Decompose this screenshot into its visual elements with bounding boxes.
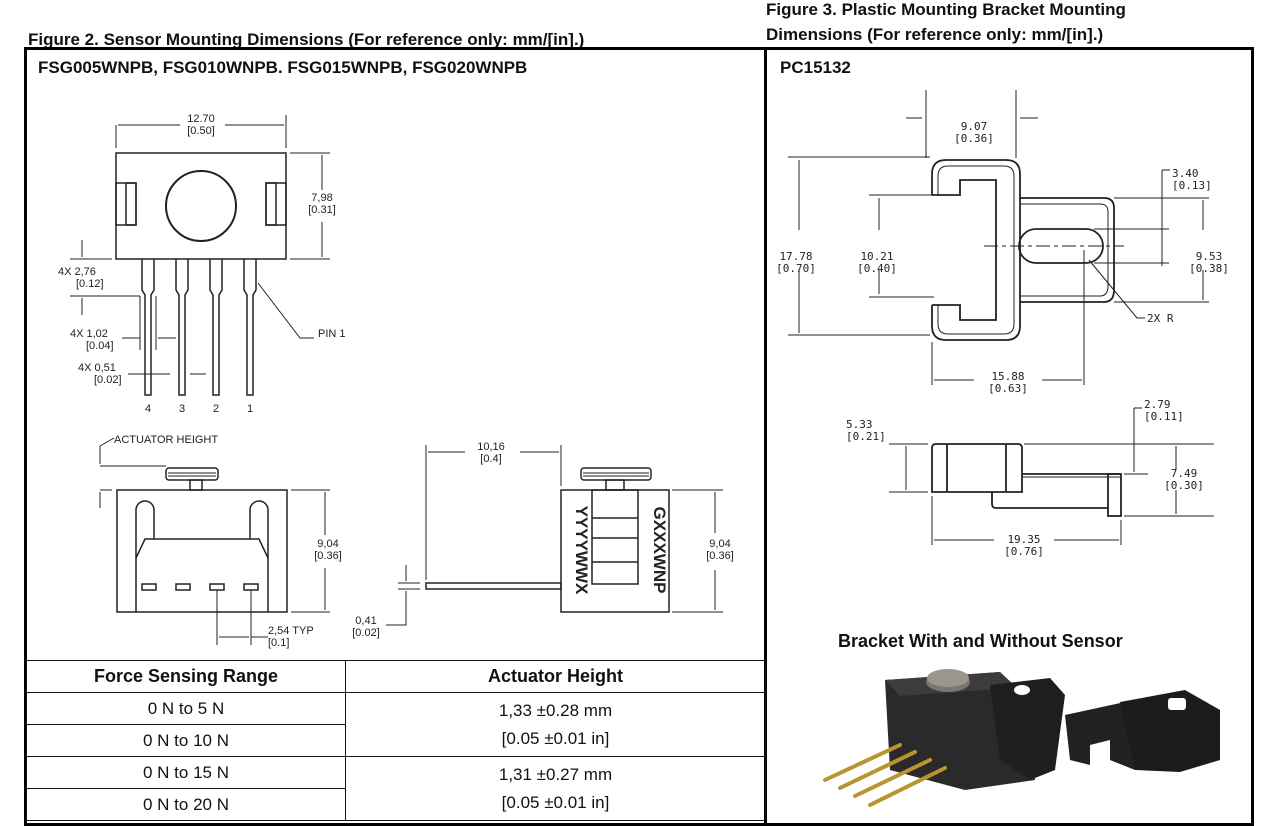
bracket-photo <box>823 669 1220 807</box>
bracket-top-view <box>788 90 1209 385</box>
bracket-tab-mm: 9.53 <box>1196 250 1223 263</box>
side-height-in: [0.36] <box>706 550 734 562</box>
bracket-height-mm: 17.78 <box>779 250 812 263</box>
bracket-alone-photo <box>1065 690 1220 772</box>
dim-height-mm: 7,98 <box>311 192 332 204</box>
actuator-height-table: Force Sensing Range Actuator Height 0 N … <box>26 660 766 821</box>
bracket-slot-mm: 10.21 <box>860 250 893 263</box>
pin-number: 2 <box>213 403 219 415</box>
pin-number: 4 <box>145 403 151 415</box>
side-thickness-mm: 0,41 <box>355 615 376 627</box>
actuator-height-cell: 1,33 ±0.28 mm [0.05 ±0.01 in] <box>345 692 766 757</box>
bracket-total-height-mm: 7.49 <box>1171 467 1198 480</box>
pitch-label: 2,54 TYP <box>268 625 314 637</box>
dim-pin-offset: 4X 2,76 <box>58 266 96 278</box>
bracket-hole-in: [0.13] <box>1172 179 1212 192</box>
force-range-cell: 0 N to 5 N <box>26 692 346 725</box>
dim-pin-tip: 4X 0,51 <box>78 362 116 374</box>
figure3-frame <box>764 47 1254 826</box>
dim-pin-tip-in: [0.02] <box>94 374 122 386</box>
side-length-mm: 10,16 <box>477 441 505 453</box>
bracket-step-in: [0.11] <box>1144 410 1184 423</box>
pin-number: 3 <box>179 403 185 415</box>
height-in: [0.05 ±0.01 in] <box>501 728 610 748</box>
dim-width-mm: 12.70 <box>187 113 215 125</box>
bracket-drawings: 9.07 [0.36] 17.78 [0.70] 10.21 [0.40] 3.… <box>776 90 1229 558</box>
bracket-side-view <box>889 407 1214 545</box>
figure2-title: Figure 2. Sensor Mounting Dimensions (Fo… <box>28 30 585 49</box>
bracket-inner-width-in: [0.36] <box>954 132 994 145</box>
bracket-body-height-mm: 5.33 <box>846 418 873 431</box>
dim-pin-offset-in: [0.12] <box>76 278 104 290</box>
force-range-cell: 0 N to 15 N <box>26 756 346 789</box>
bracket-inner-width-mm: 9.07 <box>961 120 988 133</box>
pin1-label: PIN 1 <box>318 328 346 340</box>
bracket-hole-mm: 3.40 <box>1172 167 1199 180</box>
height-mm: 1,33 ±0.28 mm <box>498 700 613 720</box>
figure3-title-line1: Figure 3. Plastic Mounting Bracket Mount… <box>766 0 1126 19</box>
header-force-range: Force Sensing Range <box>26 660 346 693</box>
front-height-mm: 9,04 <box>317 538 338 550</box>
bracket-length-in: [0.76] <box>1004 545 1044 558</box>
sensor-side-view <box>386 445 723 626</box>
height-in: [0.05 ±0.01 in] <box>501 792 610 812</box>
dim-height-in: [0.31] <box>308 204 336 216</box>
actuator-height-cell: 1,31 ±0.27 mm [0.05 ±0.01 in] <box>345 756 766 821</box>
pitch-in: [0.1] <box>268 637 289 649</box>
marking-date-code: YYYYWWX <box>572 506 591 595</box>
figure3-part-number: PC15132 <box>780 58 851 77</box>
header-actuator-height: Actuator Height <box>345 660 766 693</box>
photo-caption: Bracket With and Without Sensor <box>838 631 1123 651</box>
dim-pin-width: 4X 1,02 <box>70 328 108 340</box>
bracket-hole-center-in: [0.63] <box>988 382 1028 395</box>
bracket-step-mm: 2.79 <box>1144 398 1171 411</box>
pin-number: 1 <box>247 403 253 415</box>
marking-part-code: GXXXWNP <box>650 507 669 594</box>
bracket-tab-in: [0.38] <box>1189 262 1229 275</box>
sensor-top-view <box>70 115 330 396</box>
sensor-with-bracket-photo <box>823 669 1065 807</box>
actuator-height-label: ACTUATOR HEIGHT <box>114 434 218 446</box>
height-mm: 1,31 ±0.27 mm <box>498 764 613 784</box>
dim-width-in: [0.50] <box>187 125 215 137</box>
bracket-body-height-in: [0.21] <box>846 430 886 443</box>
bracket-length-mm: 19.35 <box>1007 533 1040 546</box>
bracket-total-height-in: [0.30] <box>1164 479 1204 492</box>
side-height-mm: 9,04 <box>709 538 730 550</box>
figure3-title-line2: Dimensions (For reference only: mm/[in].… <box>766 25 1104 44</box>
force-range-cell: 0 N to 20 N <box>26 788 346 821</box>
bracket-hole-center-mm: 15.88 <box>991 370 1024 383</box>
force-range-cell: 0 N to 10 N <box>26 724 346 757</box>
figure2-part-numbers: FSG005WNPB, FSG010WNPB. FSG015WNPB, FSG0… <box>38 58 528 77</box>
sensor-drawings: 12.70 [0.50] 7,98 [0.31] 4X 2,76 [0.12] … <box>58 113 734 649</box>
bracket-height-in: [0.70] <box>776 262 816 275</box>
side-thickness-in: [0.02] <box>352 627 380 639</box>
dim-pin-width-in: [0.04] <box>86 340 114 352</box>
side-length-in: [0.4] <box>480 453 501 465</box>
front-height-in: [0.36] <box>314 550 342 562</box>
bracket-slot-in: [0.40] <box>857 262 897 275</box>
sensor-front-view <box>99 437 330 645</box>
bracket-radius-label: 2X R <box>1147 312 1174 325</box>
